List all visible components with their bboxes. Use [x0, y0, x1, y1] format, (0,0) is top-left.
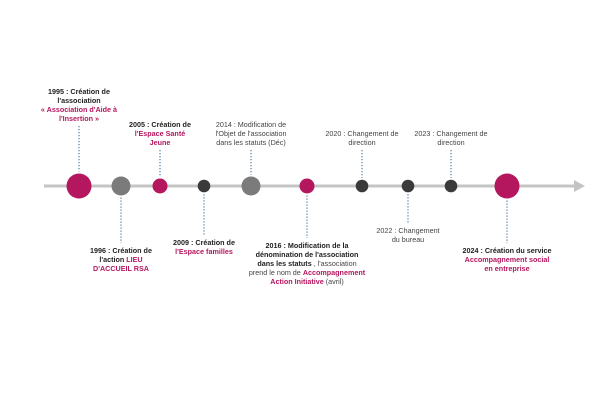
- event-text: dans les statuts (Déc): [216, 138, 286, 147]
- node-2020: [355, 179, 369, 193]
- event-text: 2005 : Création de: [129, 120, 191, 129]
- event-text: en entreprise: [484, 264, 530, 273]
- event-label-line: « Association d'Aide à: [24, 105, 134, 114]
- event-text: , l'association: [311, 259, 357, 268]
- event-text: du bureau: [391, 235, 425, 244]
- event-text: dénomination de l'association: [255, 250, 359, 259]
- event-label-line: 1996 : Création de: [76, 246, 166, 255]
- event-label-line: du bureau: [363, 235, 453, 244]
- event-text: Accompagnement social: [464, 255, 550, 264]
- event-text: 2016 : Modification de la: [265, 241, 349, 250]
- event-text: (avril): [323, 277, 344, 286]
- event-text: l'action: [99, 255, 127, 264]
- event-label-line: 2023 : Changement de: [401, 129, 501, 138]
- event-text: 2024 : Création du service: [462, 246, 552, 255]
- event-label-line: l'Objet de l'association: [196, 129, 306, 138]
- event-text: 2009 : Création de: [173, 238, 235, 247]
- event-label-line: direction: [312, 138, 412, 147]
- node-2022: [401, 179, 415, 193]
- event-label-line: direction: [401, 138, 501, 147]
- event-text: direction: [437, 138, 465, 147]
- event-label-line: dénomination de l'association: [232, 250, 382, 259]
- node-2014: [241, 176, 261, 196]
- event-label-line: l'association: [24, 96, 134, 105]
- event-label-line: 2009 : Création de: [159, 238, 249, 247]
- event-text: « Association d'Aide à: [40, 105, 118, 114]
- event-text: Jeune: [149, 138, 171, 147]
- event-label-line: 2020 : Changement de: [312, 129, 412, 138]
- event-label-line: 1995 : Création de: [24, 87, 134, 96]
- event-text: dans les statuts: [257, 259, 312, 268]
- event-label-line: l'Insertion »: [24, 114, 134, 123]
- event-text: 2020 : Changement de: [325, 129, 399, 138]
- event-text: D'ACCUEIL RSA: [93, 264, 149, 273]
- event-label-line: 2022 : Changement: [363, 226, 453, 235]
- node-1995: [66, 173, 92, 199]
- event-text: direction: [348, 138, 376, 147]
- event-label-line: l'Espace familles: [159, 247, 249, 256]
- node-2009: [197, 179, 211, 193]
- event-label-line: l'action LIEU: [76, 255, 166, 264]
- event-text: l'Insertion »: [58, 114, 100, 123]
- event-label-line: Jeune: [110, 138, 210, 147]
- event-label-line: dans les statuts , l'association: [232, 259, 382, 268]
- node-2024: [494, 173, 520, 199]
- event-label-line: l'Espace Santé: [110, 129, 210, 138]
- event-text: prend le nom de: [248, 268, 303, 277]
- node-2023: [444, 179, 458, 193]
- node-1996: [111, 176, 131, 196]
- event-label-line: 2014 : Modification de: [196, 120, 306, 129]
- event-label-line: 2005 : Création de: [110, 120, 210, 129]
- event-text: Action Initiative: [270, 277, 324, 286]
- event-text: l'Objet de l'association: [215, 129, 287, 138]
- event-label-line: dans les statuts (Déc): [196, 138, 306, 147]
- event-text: l'Espace Santé: [134, 129, 186, 138]
- event-text: l'Espace familles: [175, 247, 233, 256]
- node-2016: [299, 178, 315, 194]
- event-label-line: Action Initiative (avril): [232, 277, 382, 286]
- event-label-line: en entreprise: [442, 264, 572, 273]
- event-text: 2023 : Changement de: [414, 129, 488, 138]
- event-text: 1996 : Création de: [90, 246, 152, 255]
- event-text: LIEU: [126, 255, 143, 264]
- event-text: 1995 : Création de: [48, 87, 110, 96]
- node-2005: [152, 178, 168, 194]
- timeline-arrowhead: [574, 180, 585, 192]
- event-text: Accompagnement: [302, 268, 366, 277]
- event-label-line: 2016 : Modification de la: [232, 241, 382, 250]
- event-text: l'association: [57, 96, 101, 105]
- event-text: 2022 : Changement: [376, 226, 440, 235]
- event-label-line: 2024 : Création du service: [442, 246, 572, 255]
- event-label-line: prend le nom de Accompagnement: [232, 268, 382, 277]
- event-text: 2014 : Modification de: [215, 120, 287, 129]
- event-label-line: D'ACCUEIL RSA: [76, 264, 166, 273]
- event-label-line: Accompagnement social: [442, 255, 572, 264]
